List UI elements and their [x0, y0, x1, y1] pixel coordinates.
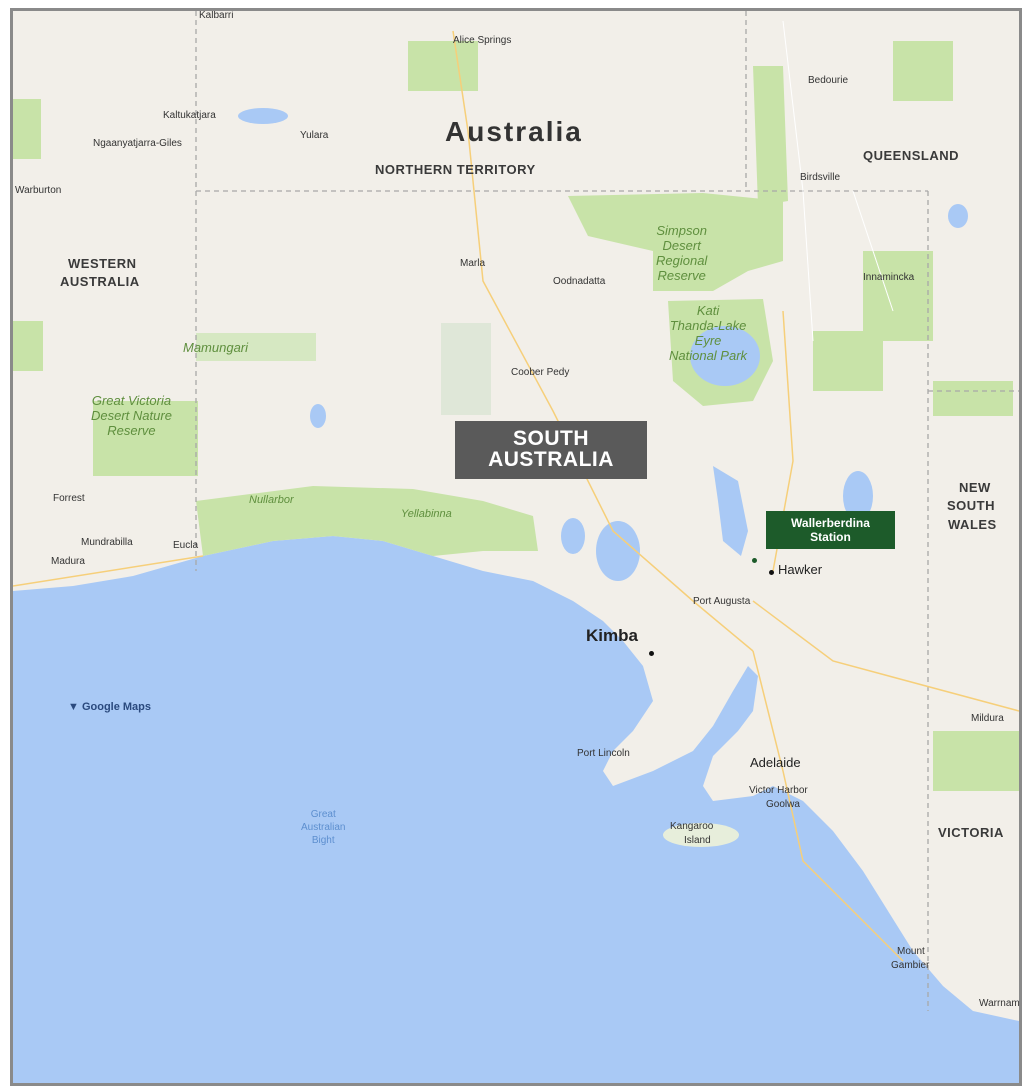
state-label-south: SOUTH: [947, 498, 995, 513]
nsw-park: [933, 381, 1013, 416]
park-yellabinna: Yellabinna: [401, 508, 452, 520]
hawker-marker[interactable]: [769, 570, 774, 575]
lake-frome: [843, 471, 873, 521]
innamincka-park: [863, 251, 933, 341]
victoria-park: [933, 731, 1019, 791]
minor-roads: [782, 20, 894, 342]
town-port-augusta: Port Augusta: [693, 596, 751, 607]
state-label-wales: WALES: [948, 517, 997, 532]
station-line-1: Wallerberdina: [791, 516, 870, 530]
nullarbor-park: [196, 486, 538, 556]
town-island: Island: [684, 835, 711, 846]
station-marker[interactable]: [752, 558, 757, 563]
state-label-northern-territory: NORTHERN TERRITORY: [375, 162, 536, 177]
town-marla: Marla: [460, 258, 486, 269]
queensland-park: [753, 66, 788, 206]
town-ngaanyatjarra: Ngaanyatjarra-Giles: [93, 138, 182, 149]
park-simpson-line-2: Desert: [662, 238, 701, 253]
state-label-australia: AUSTRALIA: [60, 274, 140, 289]
town-goolwa: Goolwa: [766, 799, 800, 810]
lake-small-1: [310, 404, 326, 428]
town-madura: Madura: [51, 556, 85, 567]
region-line-2: AUSTRALIA: [488, 448, 614, 471]
park-kati-line-1: Kati: [696, 303, 720, 318]
region-line-1: SOUTH: [513, 427, 589, 450]
state-label-new: NEW: [959, 480, 991, 495]
town-adelaide: Adelaide: [750, 755, 801, 770]
lake-small-2: [948, 204, 968, 228]
state-borders: [195, 11, 1019, 1011]
water-bight-line-2: Australian: [301, 822, 346, 833]
park-simpson-line-1: Simpson: [656, 223, 707, 238]
map-frame[interactable]: Australia NORTHERN TERRITORY QUEENSLAND …: [10, 8, 1022, 1086]
park-great-victoria-desert: Great Victoria Desert Nature Reserve: [91, 393, 172, 438]
lake-amadeus: [238, 108, 288, 124]
gvd-park: [93, 401, 198, 476]
town-kangaroo: Kangaroo: [670, 821, 714, 832]
sa-park-east: [813, 331, 883, 391]
wa-park: [13, 321, 43, 371]
park-kati-line-4: National Park: [669, 348, 748, 363]
town-birdsville: Birdsville: [800, 172, 841, 183]
lake-torrens: [713, 466, 748, 556]
town-innamincka: Innamincka: [863, 272, 915, 283]
park-nullarbor: Nullarbor: [249, 494, 294, 506]
google-maps-attribution[interactable]: ▼ Google Maps: [68, 701, 151, 713]
south-australia-label[interactable]: SOUTH AUSTRALIA: [455, 421, 647, 479]
state-label-queensland: QUEENSLAND: [863, 148, 960, 163]
kimba-marker[interactable]: [649, 651, 654, 656]
country-label: Australia: [445, 116, 583, 147]
town-warburton: Warburton: [15, 185, 62, 196]
town-warrnambool: Warrnambool: [979, 998, 1020, 1009]
park-kati-line-2: Thanda-Lake: [669, 318, 747, 333]
southern-ocean: [13, 536, 1019, 1083]
woomera-area: [441, 323, 491, 415]
attribution-text: Google Maps: [81, 701, 152, 713]
park-gvd-line-1: Great Victoria: [91, 393, 172, 408]
town-bedourie: Bedourie: [808, 75, 849, 86]
park-gvd-line-3: Reserve: [107, 423, 156, 438]
lake-everard: [561, 518, 585, 554]
water-great-australian-bight: Great Australian Bight: [301, 808, 345, 847]
town-oodnadatta: Oodnadatta: [553, 276, 606, 287]
town-gambier: Gambier: [891, 960, 930, 971]
station-line-2: Station: [810, 530, 851, 544]
wa-park-north: [13, 99, 41, 159]
lake-eyre: [690, 326, 760, 386]
lake-gairdner: [596, 521, 640, 581]
town-yulara: Yulara: [300, 130, 329, 141]
town-hawker: Hawker: [778, 562, 823, 577]
water-bight-line-1: Great: [310, 809, 336, 820]
town-forrest: Forrest: [53, 493, 85, 504]
nt-park: [408, 41, 478, 91]
town-alice-springs: Alice Springs: [453, 35, 512, 46]
water-bight-line-3: Bight: [311, 835, 335, 846]
town-eucla: Eucla: [173, 540, 199, 551]
town-mildura: Mildura: [971, 713, 1004, 724]
town-kimba: Kimba: [586, 626, 638, 645]
town-victor-harbor: Victor Harbor: [749, 785, 808, 796]
park-mamungari: Mamungari: [183, 340, 249, 355]
town-kaltukatjara: Kaltukatjara: [163, 110, 216, 121]
park-simpson-line-4: Reserve: [657, 268, 706, 283]
town-coober-pedy: Coober Pedy: [511, 367, 570, 378]
park-gvd-line-2: Desert Nature: [91, 408, 172, 423]
town-mundrabilla: Mundrabilla: [81, 537, 133, 548]
town-kalbarri: Kalbarri: [199, 10, 234, 21]
park-kati-thanda: Kati Thanda-Lake Eyre National Park: [669, 303, 747, 363]
state-label-victoria: VICTORIA: [938, 825, 1004, 840]
state-label-western: WESTERN: [68, 256, 137, 271]
town-port-lincoln: Port Lincoln: [577, 748, 630, 759]
qld-park-north: [893, 41, 953, 101]
park-simpson: Simpson Desert Regional Reserve: [656, 223, 707, 283]
town-mount: Mount: [897, 946, 925, 957]
pin-icon: ▼: [68, 701, 79, 713]
park-kati-line-3: Eyre: [694, 333, 722, 348]
mamungari-park: [196, 333, 316, 361]
wallerberdina-station-label[interactable]: Wallerberdina Station: [766, 511, 895, 549]
park-simpson-line-3: Regional: [656, 253, 708, 268]
kangaroo-island-land: [663, 823, 739, 847]
simpson-park: [568, 193, 783, 291]
